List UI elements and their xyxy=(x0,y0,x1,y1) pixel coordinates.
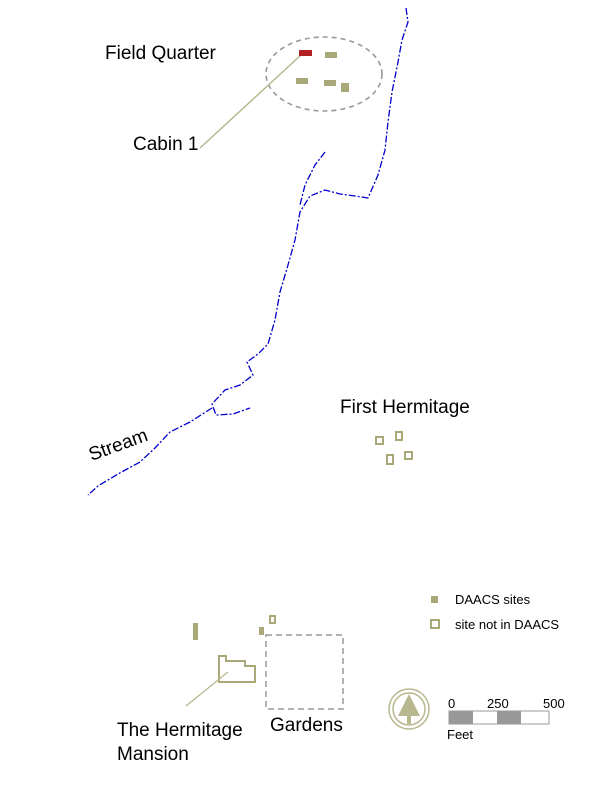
cabin1-leader xyxy=(199,54,302,149)
non-daacs-site xyxy=(375,436,384,445)
daacs-site xyxy=(341,83,349,92)
daacs-site xyxy=(193,623,198,640)
scale-tick-0: 0 xyxy=(448,696,456,711)
scale-tick-500: 500 xyxy=(543,696,565,711)
mansion-label-line2: Mansion xyxy=(117,744,189,765)
stream-branch xyxy=(299,151,326,206)
first-hermitage-label: First Hermitage xyxy=(340,397,470,418)
daacs-site xyxy=(259,627,264,635)
gardens-boundary xyxy=(265,634,344,710)
field-quarter-boundary xyxy=(265,36,383,112)
daacs-site xyxy=(325,52,337,58)
non-daacs-site xyxy=(395,431,403,441)
cabin1-label: Cabin 1 xyxy=(133,134,199,155)
stream-line xyxy=(211,7,409,416)
mansion-outline xyxy=(218,655,256,683)
scale-bar xyxy=(448,710,550,725)
field-quarter-label: Field Quarter xyxy=(105,43,216,64)
non-daacs-site xyxy=(269,615,276,624)
scale-unit: Feet xyxy=(447,727,474,742)
legend-daacs-swatch xyxy=(431,596,438,603)
north-arrow-icon xyxy=(388,688,430,730)
scale-tick-250: 250 xyxy=(487,696,509,711)
non-daacs-site xyxy=(386,454,394,465)
legend-not-daacs-swatch xyxy=(430,619,440,629)
legend-not-daacs-label: site not in DAACS xyxy=(455,617,560,632)
legend-daacs-label: DAACS sites xyxy=(455,592,531,607)
daacs-site xyxy=(324,80,336,86)
stream-lower xyxy=(87,407,213,496)
gardens-label: Gardens xyxy=(270,715,343,736)
mansion-label-line1: The Hermitage xyxy=(117,720,243,741)
cabin-1-site xyxy=(299,50,312,56)
non-daacs-site xyxy=(404,451,413,460)
daacs-site xyxy=(296,78,308,84)
mansion-leader xyxy=(185,671,229,707)
